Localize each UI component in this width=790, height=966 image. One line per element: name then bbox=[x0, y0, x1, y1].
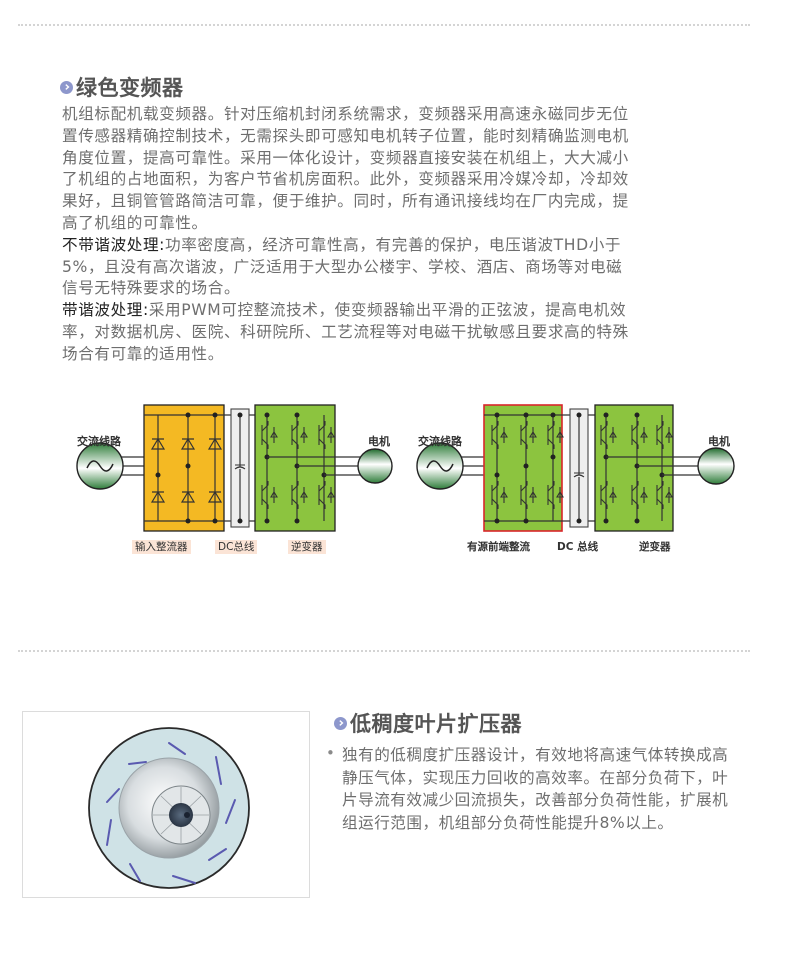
bullet-icon: • bbox=[326, 744, 335, 762]
text-line: 果好，且铜管管路简洁可靠，便于维护。同时，所有通讯接线均在厂内完成，提 bbox=[62, 192, 629, 211]
motor-icon bbox=[697, 447, 735, 485]
text-line: 率，对数据机房、医院、科研院所、工艺流程等对电磁干扰敏感且要求高的特殊 bbox=[62, 322, 629, 341]
text-line: 组运行范围，机组部分负荷性能提升8%以上。 bbox=[342, 813, 674, 832]
with-harmonic-label: 带谐波处理: bbox=[62, 301, 149, 320]
text-line: 片导流有效减少回流损失，改善部分负荷性能，扩展机 bbox=[342, 791, 729, 809]
text-line: 独有的低稠度扩压器设计，有效地将高速气体转换成高 bbox=[342, 746, 729, 764]
caption-rectifier: 输入整流器 bbox=[132, 540, 191, 554]
section-title-inverter: 绿色变频器 bbox=[60, 72, 184, 102]
inverter-block bbox=[254, 404, 336, 532]
top-divider bbox=[18, 24, 750, 26]
circuit-diagram-left bbox=[76, 404, 393, 532]
text-line: 角度位置，提高可靠性。采用一体化设计，变频器直接安装在机组上，大大减小 bbox=[62, 148, 629, 167]
chevron-circle-icon bbox=[60, 80, 73, 94]
diffuser-description: 独有的低稠度扩压器设计，有效地将高速气体转换成高 静压气体，实现压力回收的高效率… bbox=[342, 744, 762, 834]
text-line: 置传感器精确控制技术，无需探头即可感知电机转子位置，能时刻精确监测电机 bbox=[62, 126, 629, 145]
caption-inverter: 逆变器 bbox=[636, 540, 674, 554]
text-line: 静压气体，实现压力回收的高效率。在部分负荷下，叶 bbox=[342, 768, 729, 787]
inverter-description: 机组标配机载变频器。针对压缩机封闭系统需求，变频器采用高速永磁同步无位 置传感器… bbox=[62, 104, 722, 366]
caption-dc-bus: DC 总线 bbox=[554, 540, 602, 554]
section-title-diffuser: 低稠度叶片扩压器 bbox=[334, 708, 522, 738]
text-line: 信号无特殊要求的场合。 bbox=[62, 279, 241, 298]
rectifier-block bbox=[143, 404, 225, 532]
caption-active-rectifier: 有源前端整流 bbox=[464, 540, 533, 554]
active-rectifier-block bbox=[483, 404, 563, 532]
no-harmonic-line: 不带谐波处理:功率密度高，经济可靠性高，有完善的保护，电压谐波THD小于 bbox=[62, 235, 722, 257]
section-title-text: 低稠度叶片扩压器 bbox=[350, 712, 522, 736]
no-harmonic-label: 不带谐波处理: bbox=[62, 235, 166, 254]
with-harmonic-line: 带谐波处理:采用PWM可控整流技术，使变频器输出平滑的正弦波，提高电机效 bbox=[62, 300, 722, 322]
motor-icon bbox=[357, 448, 393, 484]
ac-line-label: 交流线路 bbox=[77, 435, 121, 448]
text-line: 机组标配机载变频器。针对压缩机封闭系统需求，变频器采用高速永磁同步无位 bbox=[62, 105, 629, 123]
diagram-without-harmonic: 交流线路 电机 bbox=[60, 395, 400, 560]
impeller-illustration bbox=[88, 727, 250, 889]
text-line: 采用PWM可控整流技术，使变频器输出平滑的正弦波，提高电机效 bbox=[148, 301, 627, 320]
diffuser-image bbox=[22, 711, 310, 898]
motor-label: 电机 bbox=[368, 435, 390, 448]
chevron-circle-icon bbox=[334, 716, 347, 730]
motor-label: 电机 bbox=[708, 435, 730, 448]
middle-divider bbox=[18, 650, 750, 652]
circuit-diagram-right bbox=[416, 404, 735, 532]
text-line: 5%，且没有高次谐波，广泛适用于大型办公楼宇、学校、酒店、商场等对电磁 bbox=[62, 257, 623, 276]
text-line: 功率密度高，经济可靠性高，有完善的保护，电压谐波THD小于 bbox=[165, 235, 622, 254]
section-title-text: 绿色变频器 bbox=[76, 76, 184, 100]
diagram-with-harmonic: 交流线路 电机 bbox=[410, 395, 750, 560]
text-line: 了机组的占地面积，为客户节省机房面积。此外，变频器采用冷媒冷却，冷却效 bbox=[62, 170, 629, 189]
text-line: 场合有可靠的适用性。 bbox=[62, 344, 224, 363]
ac-line-label: 交流线路 bbox=[418, 435, 462, 448]
inverter-block bbox=[594, 404, 674, 532]
caption-inverter: 逆变器 bbox=[288, 540, 326, 554]
text-line: 高了机组的可靠性。 bbox=[62, 213, 208, 232]
caption-dc-bus: DC总线 bbox=[215, 540, 258, 554]
